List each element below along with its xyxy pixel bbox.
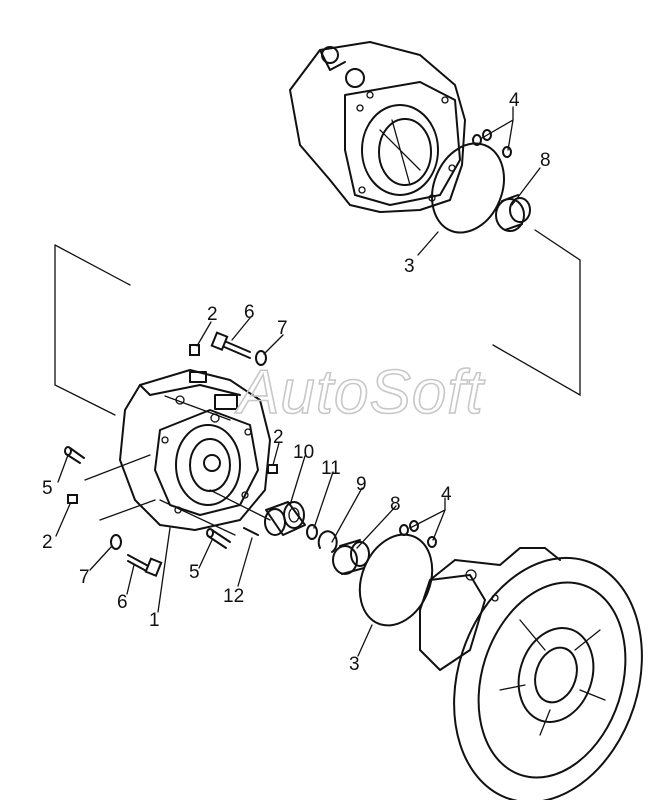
callout-2-b: 2	[273, 427, 284, 448]
callout-7-bot: 7	[79, 567, 90, 588]
callout-5-bot: 5	[189, 562, 200, 583]
bearing-upper	[495, 194, 531, 232]
callout-12: 12	[223, 586, 244, 607]
callout-3-top: 3	[404, 256, 415, 277]
coupling-parts	[264, 501, 437, 627]
callout-4-top: 4	[509, 90, 520, 111]
lower-drive-housing	[419, 547, 643, 800]
callout-2-left: 2	[42, 532, 53, 553]
small-parts	[64, 331, 278, 578]
callout-11: 11	[321, 458, 341, 479]
leader-lines	[55, 106, 541, 657]
o-ring-lower	[358, 533, 434, 627]
callout-1: 1	[149, 610, 160, 631]
o-ring-upper	[431, 142, 505, 234]
watermark: AutoSoft	[234, 358, 486, 427]
upper-housing	[289, 41, 466, 213]
callout-8-top: 8	[540, 150, 551, 171]
callout-7-top: 7	[277, 318, 288, 339]
callout-9: 9	[356, 474, 367, 495]
small-o-rings-upper	[472, 129, 512, 158]
callout-4-mid: 4	[441, 484, 452, 505]
callout-3-bot: 3	[349, 654, 360, 675]
callout-10: 10	[293, 442, 314, 463]
callout-6-top: 6	[244, 302, 255, 323]
alignment-lines	[54, 229, 581, 536]
callout-2-a: 2	[207, 304, 218, 325]
callout-6-bot: 6	[117, 592, 128, 613]
callout-8-mid: 8	[390, 494, 401, 515]
callout-numbers: 4 8 3 2 6 7 2 10 11 9 8 4 5 2 7 6 5 1 12…	[42, 90, 551, 675]
main-pump-body	[119, 369, 271, 531]
callout-5-left: 5	[42, 478, 53, 499]
